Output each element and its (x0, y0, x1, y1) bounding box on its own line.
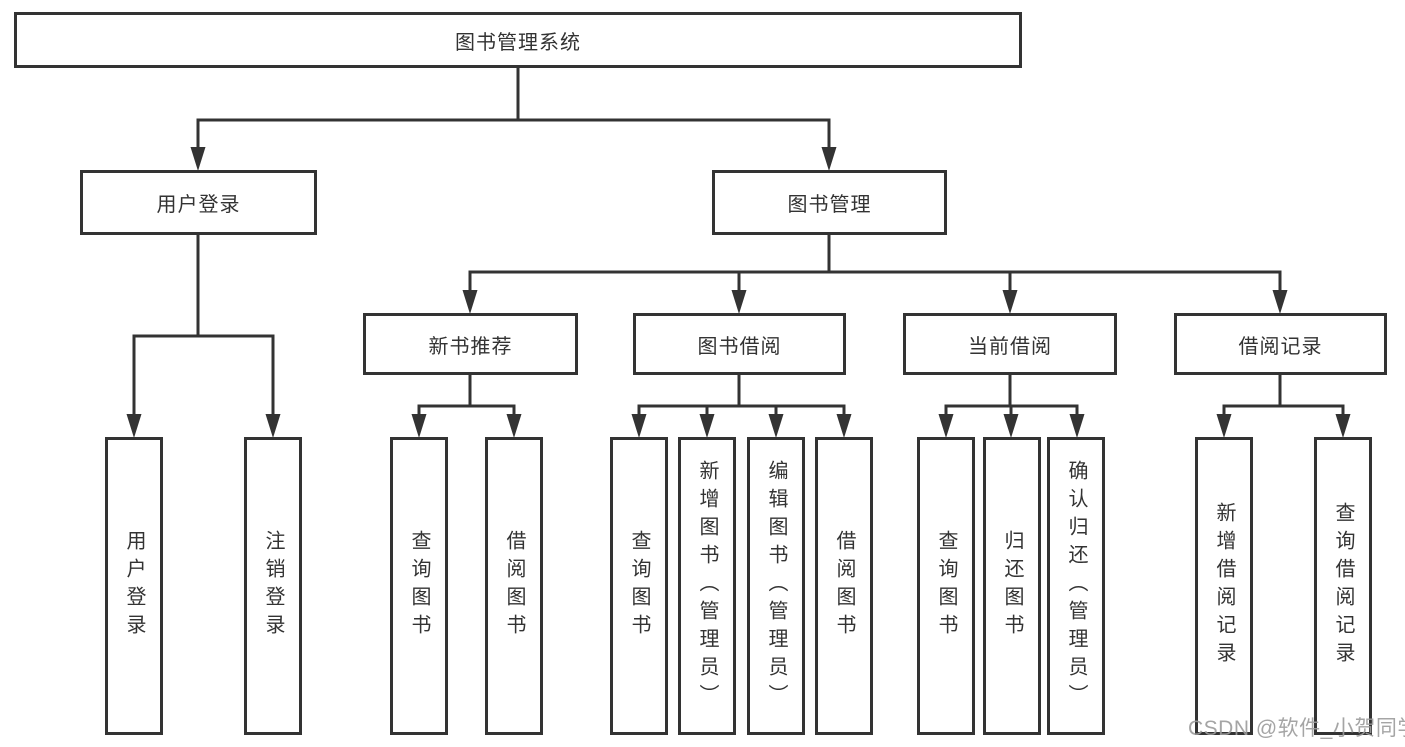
branch-user-login: 用户登录 (80, 170, 317, 235)
leaf-query-borrow-record: 查询借阅记录 (1314, 437, 1372, 735)
branch-current-borrow: 当前借阅 (903, 313, 1117, 375)
leaf-edit-books-admin: 编辑图书（管理员） (747, 437, 805, 735)
leaf-borrow-books-recommend: 借阅图书 (485, 437, 543, 735)
leaf-borrow-books: 借阅图书 (815, 437, 873, 735)
leaf-add-borrow-record: 新增借阅记录 (1195, 437, 1253, 735)
leaf-query-books-borrow: 查询图书 (610, 437, 668, 735)
csdn-watermark: CSDN @软件_小贺同学 (1188, 717, 1405, 740)
leaf-confirm-return-admin: 确认归还（管理员） (1047, 437, 1105, 735)
branch-book-borrow: 图书借阅 (633, 313, 846, 375)
branch-new-book-recommend: 新书推荐 (363, 313, 578, 375)
leaf-return-books: 归还图书 (983, 437, 1041, 735)
leaf-logout: 注销登录 (244, 437, 302, 735)
leaf-query-books-recommend: 查询图书 (390, 437, 448, 735)
leaf-query-books-current: 查询图书 (917, 437, 975, 735)
branch-book-management: 图书管理 (712, 170, 947, 235)
leaf-user-login: 用户登录 (105, 437, 163, 735)
leaf-add-books-admin: 新增图书（管理员） (678, 437, 736, 735)
branch-borrow-records: 借阅记录 (1174, 313, 1387, 375)
node-root-library-system: 图书管理系统 (14, 12, 1022, 68)
